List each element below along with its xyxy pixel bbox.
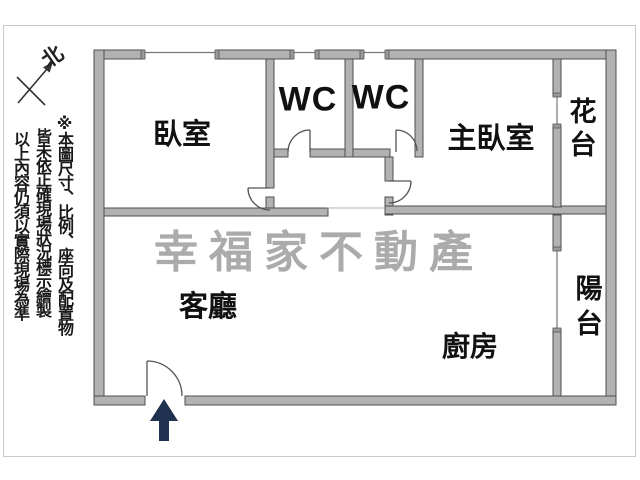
picture-frame — [3, 25, 636, 457]
wall-divider-2 — [552, 125, 562, 208]
master-bedroom-label: 主臥室 — [447, 121, 535, 155]
window-cap — [214, 49, 220, 60]
compass-arrow-shaft — [17, 68, 48, 104]
wall-divider-3 — [552, 214, 562, 251]
entrance-arrow-icon — [150, 399, 178, 441]
disclaimer-column-right: ※本圖尺寸、比例、座向及配置物 — [55, 114, 74, 335]
wall-wc1-south-1 — [273, 148, 289, 158]
window-cap — [289, 49, 295, 60]
wall-wc-divider — [344, 58, 354, 158]
doors — [146, 129, 418, 397]
wc-left-label: WC — [278, 80, 338, 119]
door-arc-bedroom — [247, 187, 271, 211]
living-room-label: 客廳 — [178, 289, 238, 323]
wall-wc2-master — [414, 58, 424, 158]
watermark-text: 幸福家不動產 — [154, 227, 484, 278]
wall-bedroom-hall — [265, 58, 275, 189]
window-cap — [552, 123, 562, 129]
window-cap — [552, 327, 562, 333]
flower-bed-label: 花台 — [564, 97, 596, 163]
door-arc-wc1 — [287, 129, 311, 153]
balcony-label: 陽台 — [570, 274, 602, 344]
wall-middle-right — [384, 205, 607, 215]
wall-wc1-south-2 — [309, 148, 346, 158]
wall-hall-east-upper — [384, 156, 394, 182]
outer-wall-bottom-1 — [93, 395, 146, 406]
window-cap — [140, 49, 146, 60]
window-cap — [314, 49, 320, 60]
wall-divider-4 — [552, 329, 562, 397]
wall-bedroom-door-stub — [265, 196, 275, 209]
compass-cross-line — [16, 76, 46, 106]
bedroom-label: 臥室 — [152, 117, 212, 151]
disclaimer-column-left: 以上內容仍須以實際現場為準 — [11, 131, 30, 320]
outer-wall-bottom-2 — [184, 395, 617, 406]
outer-wall-top-3 — [316, 49, 363, 60]
wall-wc2-south — [352, 148, 391, 158]
outer-wall-right — [605, 49, 617, 406]
compass-arrowhead — [43, 62, 53, 73]
outer-wall-top-2 — [216, 49, 293, 60]
window-cap — [552, 92, 562, 98]
outer-wall-top-4 — [386, 49, 617, 60]
door-arc-wc2 — [395, 129, 418, 152]
disclaimer-column-middle: 皆未依正確現場狀況標示繪製 — [33, 128, 52, 317]
door-arc-entrance — [146, 360, 183, 397]
outer-wall-left — [93, 49, 105, 406]
wall-middle-left — [103, 207, 329, 217]
window-cap — [359, 49, 365, 60]
window-cap — [384, 49, 390, 60]
windows — [140, 49, 562, 333]
wc-right-label: WC — [351, 78, 411, 117]
door-arc-master-bedroom — [388, 180, 412, 204]
compass-north-icon — [16, 62, 53, 106]
window-cap — [552, 246, 562, 252]
kitchen-label: 廚房 — [441, 330, 499, 363]
wall-divider-1 — [552, 58, 562, 97]
